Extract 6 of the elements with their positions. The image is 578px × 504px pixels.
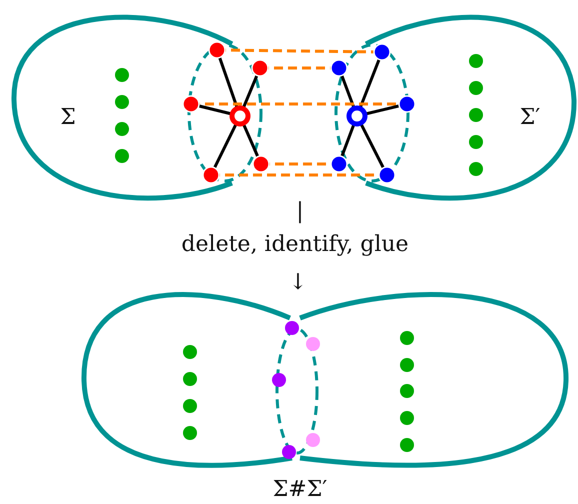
arrow-shaft-symbol: |: [296, 201, 304, 223]
arrow-head-symbol: ↓: [288, 272, 308, 294]
result-label: Σ#Σ′: [272, 479, 328, 501]
surface-label: Σ′: [520, 107, 540, 129]
operation-label: delete, identify, glue: [181, 234, 409, 256]
surface-label: Σ: [60, 107, 76, 129]
